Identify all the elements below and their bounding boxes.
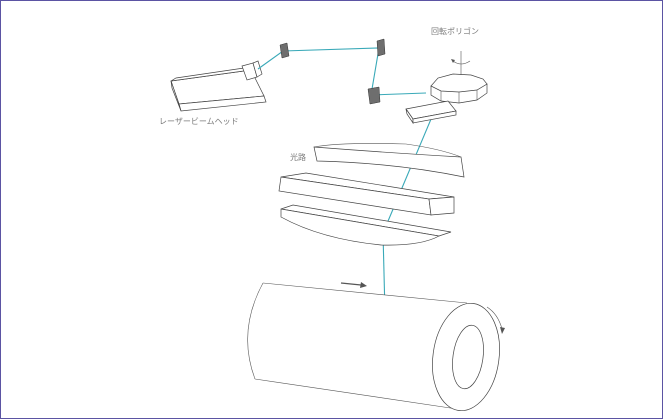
mirror-2: [376, 38, 386, 57]
laser-head-side-face: [170, 80, 182, 112]
drum-rotation-arrow-icon: [486, 306, 503, 330]
drum-bottom-edge: [254, 378, 458, 410]
scan-direction-arrow-icon: [340, 282, 362, 286]
rotating-polygon: [430, 51, 488, 104]
rotation-arrow-icon: [452, 60, 471, 65]
scan-lens-block: [405, 100, 457, 125]
lens-bar-1-top-edge: [313, 143, 462, 158]
lens-bar-2-end: [428, 196, 455, 216]
laser-head-nozzle-side: [252, 60, 263, 78]
laser-beam-head: [170, 60, 267, 112]
lens-bar-3-front: [280, 208, 441, 246]
drum-left-end: [247, 282, 264, 380]
lens-bar-3: [280, 204, 452, 246]
photosensitive-drum: [247, 282, 505, 412]
label-rotating-polygon: 回転ポリゴン: [431, 26, 479, 36]
rotation-arrowhead-icon: [451, 59, 455, 63]
lens-bar-1-face: [313, 146, 465, 178]
lens-bar-1: [313, 143, 465, 178]
lens-bar-2: [278, 172, 455, 216]
mirror-1: [279, 42, 290, 59]
drum-hub: [452, 324, 484, 390]
scan-lens-front: [412, 110, 457, 124]
drum-rotation-arrowhead-icon: [500, 327, 505, 334]
drum-top-edge: [262, 282, 468, 304]
scan-direction-arrowhead-icon: [360, 282, 367, 288]
beam-segment-diagonal: [382, 111, 435, 234]
label-laser-beam-head: レーザービームヘッド: [159, 117, 239, 126]
drum-body: [255, 283, 467, 409]
mirror-3: [367, 86, 381, 105]
polygon-top-face: [430, 73, 488, 93]
label-optical-path: 光路: [290, 152, 306, 162]
